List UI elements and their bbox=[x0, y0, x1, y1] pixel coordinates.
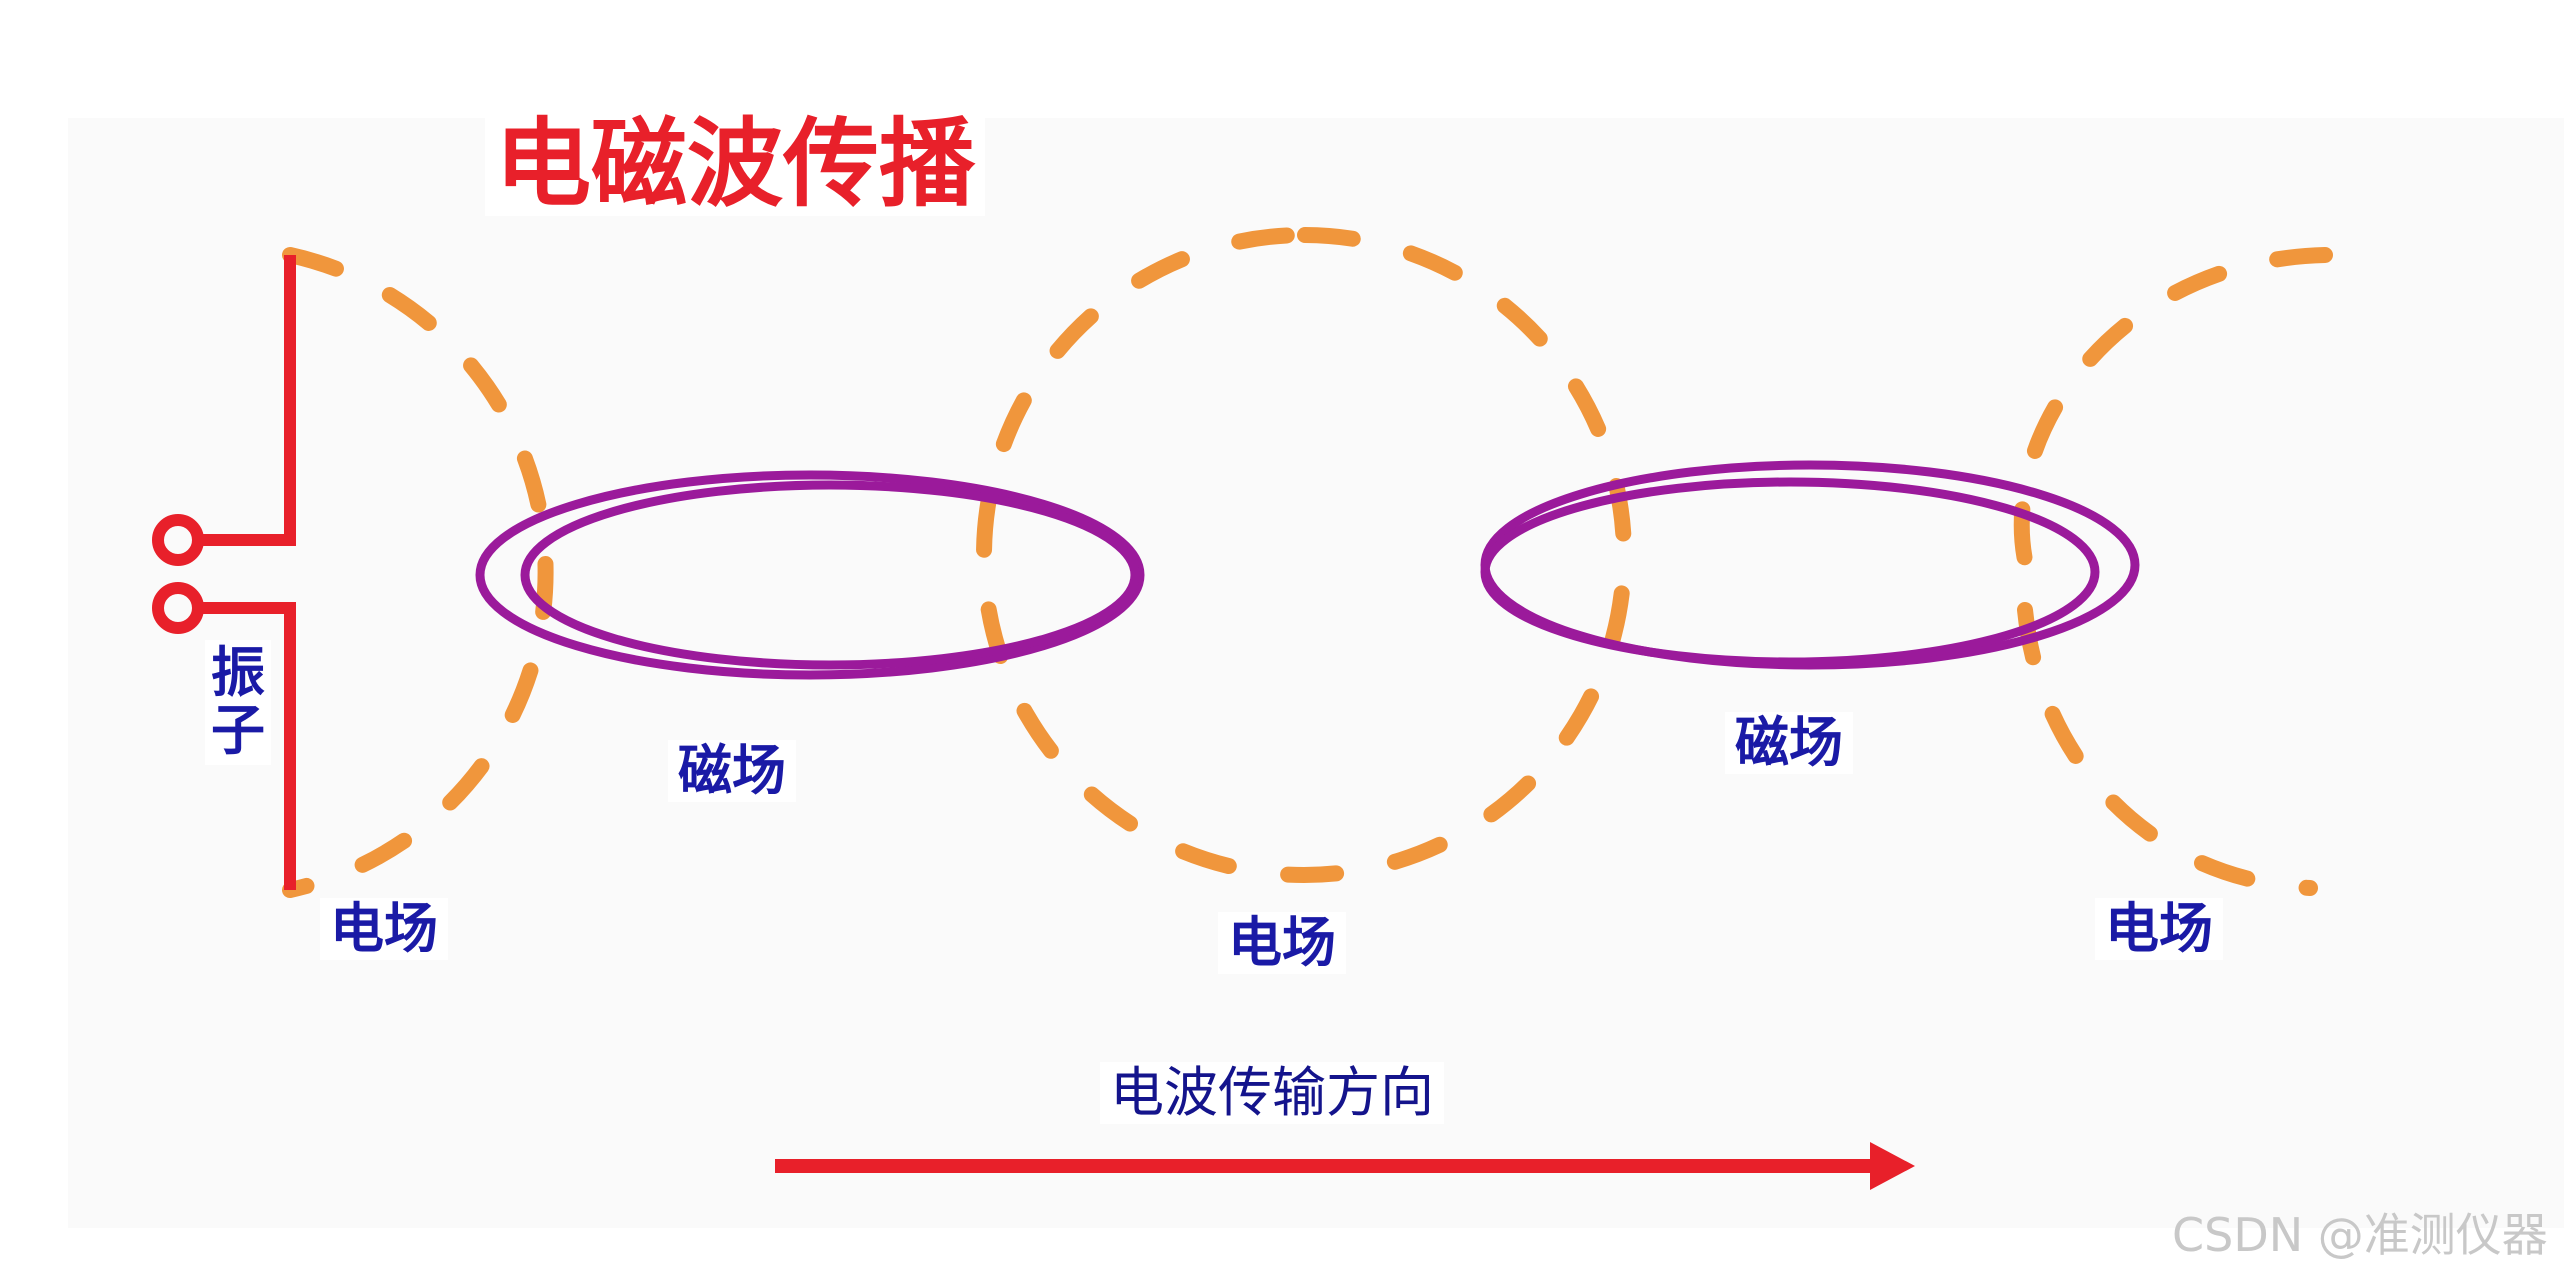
electric-field-arc-right-lower bbox=[2017, 602, 2318, 896]
magnetic-field-label-left: 磁场 bbox=[668, 740, 796, 802]
magnetic-field-loop-right-inner bbox=[1480, 477, 2100, 667]
magnetic-field-loops bbox=[475, 460, 2140, 680]
magnetic-field-loop-left-inner bbox=[520, 480, 1140, 670]
antenna-upper-arm bbox=[200, 255, 296, 546]
antenna-feed-terminal-upper bbox=[152, 514, 204, 566]
magnetic-field-loop-left bbox=[475, 470, 1145, 680]
antenna-lower-arm bbox=[200, 602, 296, 890]
diagram-background bbox=[68, 118, 2564, 1228]
propagation-arrow bbox=[775, 1142, 1915, 1190]
electric-field-label-right: 电场 bbox=[2095, 898, 2223, 960]
electric-field-loop-middle bbox=[976, 227, 1632, 883]
watermark: CSDN @准测仪器 bbox=[2172, 1208, 2548, 1262]
dipole-antenna bbox=[152, 255, 296, 890]
antenna-feed-terminal-lower bbox=[152, 582, 204, 634]
electric-field-label-middle: 电场 bbox=[1218, 912, 1346, 974]
magnetic-field-label-right: 磁场 bbox=[1725, 712, 1853, 774]
electric-field-label-left: 电场 bbox=[320, 898, 448, 960]
propagation-direction-label: 电波传输方向 bbox=[1100, 1062, 1444, 1124]
electric-field-arc-right-upper bbox=[2013, 247, 2333, 568]
electric-field-lines bbox=[282, 227, 2333, 898]
dipole-label: 振子 bbox=[205, 640, 271, 765]
electric-field-loop-left bbox=[282, 247, 554, 898]
diagram-title: 电磁波传播 bbox=[485, 112, 985, 216]
